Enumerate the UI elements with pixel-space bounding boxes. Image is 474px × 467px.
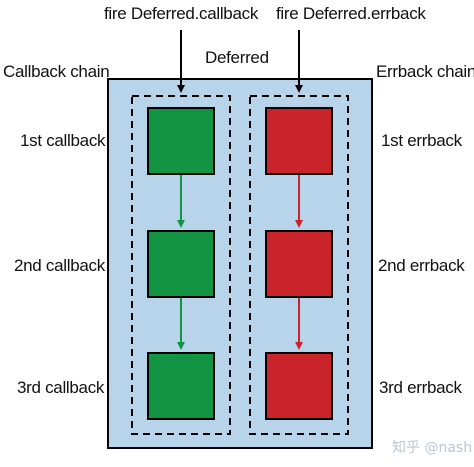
callback-chain-label: Callback chain: [3, 62, 110, 81]
callback-chain-box: [131, 95, 231, 435]
callback-box-2: [147, 230, 215, 298]
errback-label-1: 1st errback: [381, 131, 462, 150]
watermark: 知乎 @nash: [392, 440, 473, 456]
errback-chain-box: [249, 95, 349, 435]
errback-label-2: 2nd errback: [378, 256, 465, 275]
errback-box-1: [265, 107, 333, 175]
deferred-label: Deferred: [205, 48, 269, 67]
callback-label-1: 1st callback: [20, 131, 106, 150]
errback-box-2: [265, 230, 333, 298]
callback-label-3: 3rd callback: [17, 378, 105, 397]
callback-label-2: 2nd callback: [14, 256, 105, 275]
errback-box-3: [265, 352, 333, 420]
errback-label-3: 3rd errback: [379, 378, 462, 397]
callback-box-3: [147, 352, 215, 420]
errback-chain-label: Errback chain: [376, 62, 474, 81]
fire-callback-label: fire Deferred.callback: [104, 4, 259, 23]
callback-box-1: [147, 107, 215, 175]
fire-errback-label: fire Deferred.errback: [276, 4, 426, 23]
